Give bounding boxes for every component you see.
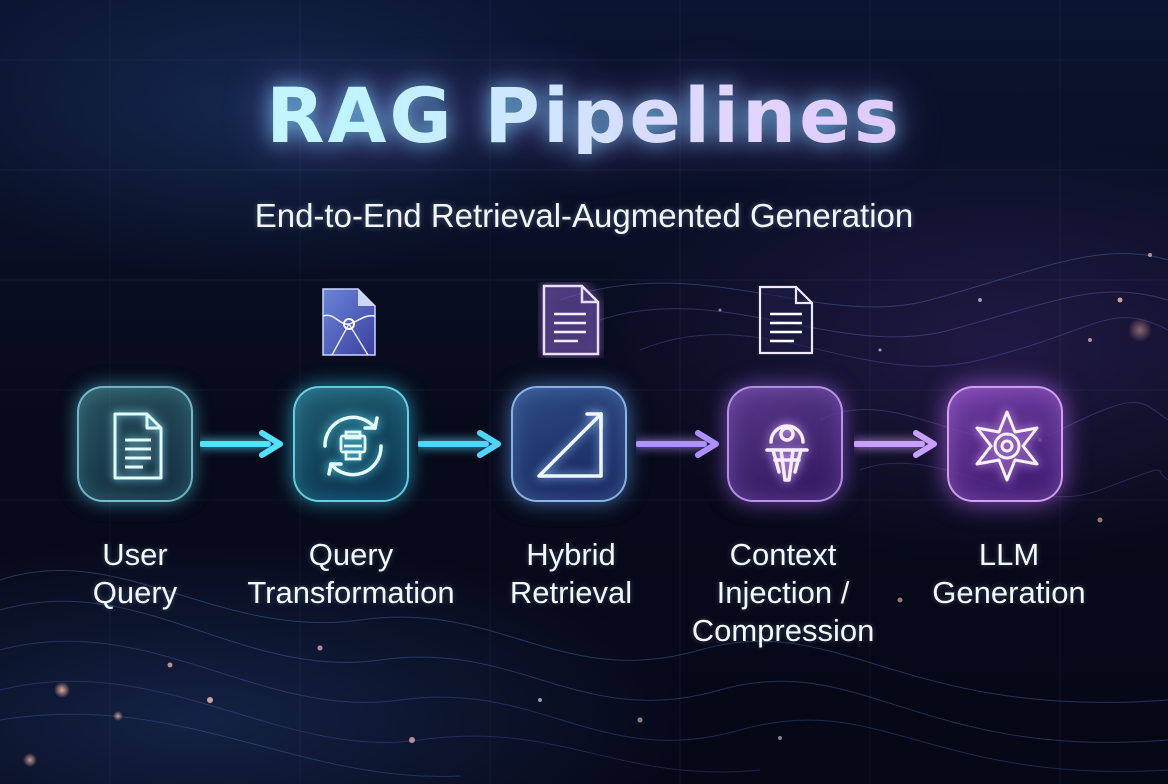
step-label-line: Context [729,537,837,572]
step-label-line: Injection / [716,575,850,610]
step-label-hybrid-retrieval: Hybrid Retrieval [451,536,691,612]
flow-arrow-1-head [259,430,283,458]
step-label-line: Query [308,537,394,572]
flow-arrow-4-head [913,430,937,458]
map-document-icon [322,288,376,356]
step-label-llm-generation: LLM Generation [889,536,1129,612]
notes-document-icon [758,285,814,355]
injection-compress-icon [765,424,809,482]
flow-arrow-1 [200,430,283,458]
query-transformation-node[interactable] [293,386,409,502]
step-label-context-injection: Context Injection / Compression [663,536,903,650]
flow-arrow-2 [418,430,501,458]
step-label-line: Hybrid [526,537,616,572]
transform-cycle-icon [323,415,383,477]
document-icon [113,412,163,480]
flow-arrow-3 [636,430,719,458]
gear-star-icon [975,410,1039,482]
step-label-line: LLM [978,537,1040,572]
step-label-line: Transformation [247,575,455,610]
llm-generation-node[interactable] [947,386,1063,502]
context-injection-node[interactable] [727,386,843,502]
flow-arrow-4 [854,430,937,458]
text-document-icon [542,284,600,356]
step-label-line: User [102,537,168,572]
retrieval-ramp-icon [537,412,603,478]
step-label-user-query: User Query [15,536,255,612]
step-label-line: Generation [932,575,1086,610]
flow-arrow-3-head [695,430,719,458]
step-label-line: Compression [691,613,875,648]
flow-arrow-2-head [477,430,501,458]
page-subtitle: End-to-End Retrieval-Augmented Generatio… [254,197,914,234]
step-label-line: Retrieval [509,575,633,610]
page-title: RAG Pipelines [0,78,1168,154]
network-particles [23,253,1152,767]
network-waves [0,253,1168,777]
hybrid-retrieval-node[interactable] [511,386,627,502]
user-query-node[interactable] [77,386,193,502]
step-label-line: Query [92,575,178,610]
step-label-query-transformation: Query Transformation [231,536,471,612]
